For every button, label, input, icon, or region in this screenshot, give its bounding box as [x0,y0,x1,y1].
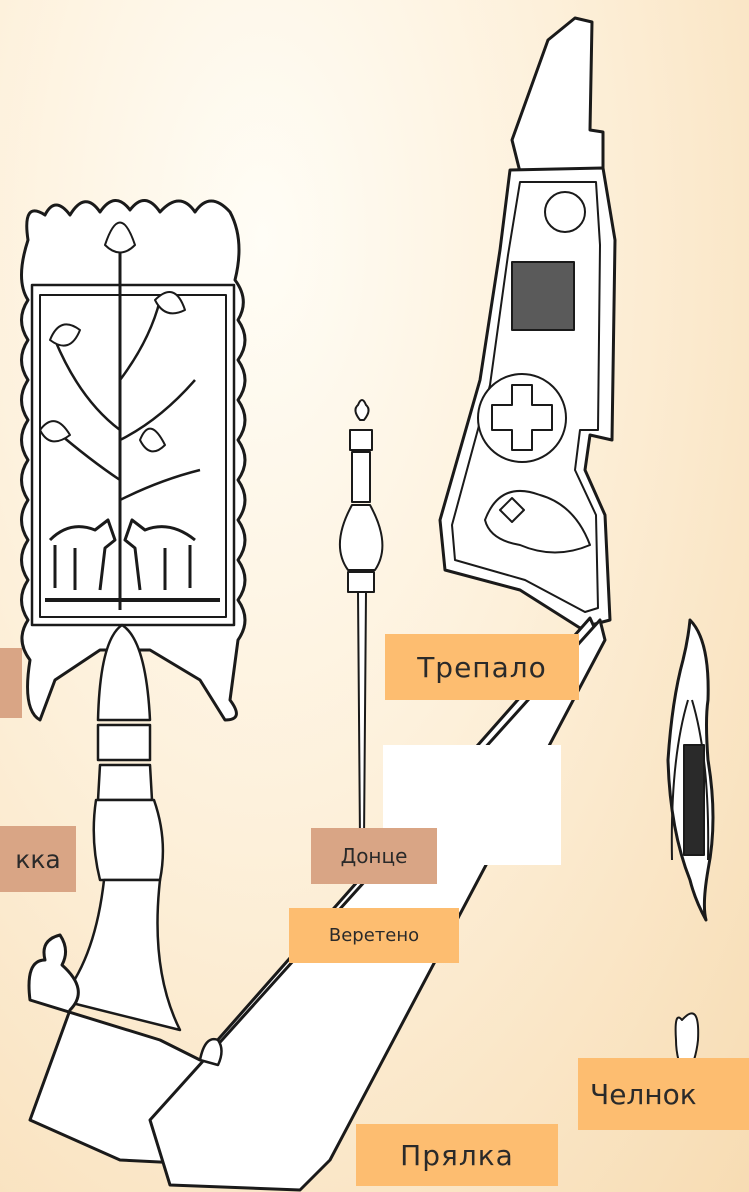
label-left-partial: кка [0,826,76,892]
veretyeno-drawing [340,400,383,840]
pryalka-stem [29,618,605,1190]
trepalo-drawing [440,18,615,628]
left-top-label [0,648,22,718]
label-veretyeno: Веретено [289,908,459,963]
label-chelnok: Челнок [578,1058,749,1130]
label-pryalka: Прялка [356,1124,558,1186]
label-dontse: Донце [311,828,437,884]
label-trepalo: Трепало [385,634,579,700]
chelnok-drawing [668,620,713,1080]
